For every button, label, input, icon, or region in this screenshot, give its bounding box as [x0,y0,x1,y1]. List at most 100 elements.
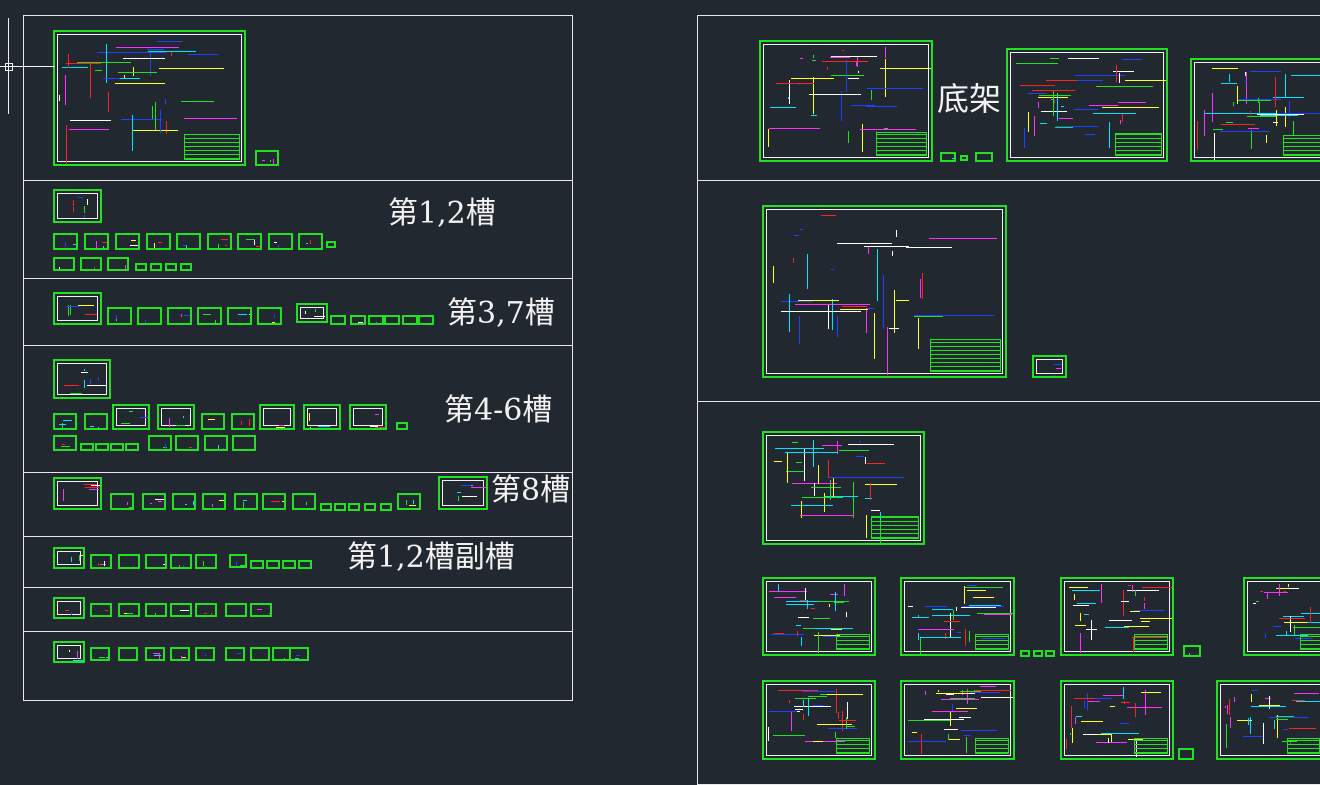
drawing-sheet[interactable] [1033,650,1043,657]
drawing-sheet[interactable] [320,503,332,511]
drawing-sheet[interactable] [1190,58,1320,162]
drawing-sheet[interactable] [438,476,488,510]
drawing-sheet[interactable] [1183,645,1201,657]
drawing-sheet[interactable] [330,315,346,325]
drawing-sheet[interactable] [170,647,190,661]
drawing-sheet[interactable] [146,233,171,250]
drawing-sheet[interactable] [84,413,108,430]
drawing-sheet[interactable] [167,307,192,325]
drawing-sheet[interactable] [1032,355,1067,378]
drawing-sheet[interactable] [397,493,421,510]
drawing-sheet[interactable] [53,359,111,399]
drawing-sheet[interactable] [125,443,139,451]
drawing-sheet[interactable] [255,150,279,166]
drawing-sheet[interactable] [298,233,323,250]
drawing-sheet[interactable] [202,493,226,510]
drawing-sheet[interactable] [90,603,112,617]
drawing-sheet[interactable] [201,413,225,430]
drawing-sheet[interactable] [170,603,192,617]
drawing-sheet[interactable] [1060,680,1174,760]
drawing-sheet[interactable] [225,603,247,617]
drawing-sheet[interactable] [204,435,228,451]
drawing-sheet[interactable] [107,307,132,325]
drawing-sheet[interactable] [225,647,245,661]
drawing-sheet[interactable] [90,554,112,569]
drawing-sheet[interactable] [175,435,199,451]
drawing-sheet[interactable] [165,263,177,271]
drawing-sheet[interactable] [960,155,968,161]
drawing-sheet[interactable] [95,443,109,451]
drawing-sheet[interactable] [157,404,195,430]
drawing-sheet[interactable] [402,315,418,325]
drawing-sheet[interactable] [53,189,102,223]
drawing-sheet[interactable] [368,315,384,325]
drawing-sheet[interactable] [135,263,147,271]
drawing-sheet[interactable] [90,647,110,661]
drawing-sheet[interactable] [232,435,256,451]
drawing-sheet[interactable] [53,233,78,250]
drawing-sheet[interactable] [418,315,434,325]
drawing-sheet[interactable] [53,435,77,451]
drawing-sheet[interactable] [107,257,129,271]
drawing-sheet[interactable] [759,40,933,162]
drawing-sheet[interactable] [207,233,232,250]
drawing-sheet[interactable] [250,647,270,661]
drawing-sheet[interactable] [142,493,166,510]
drawing-sheet[interactable] [1060,577,1174,656]
drawing-sheet[interactable] [145,603,167,617]
drawing-sheet[interactable] [384,315,400,325]
drawing-sheet[interactable] [237,233,262,250]
drawing-sheet[interactable] [350,315,366,325]
drawing-sheet[interactable] [115,233,140,250]
drawing-sheet[interactable] [170,554,192,569]
drawing-sheet[interactable] [1243,577,1320,656]
drawing-sheet[interactable] [380,503,392,511]
drawing-sheet[interactable] [118,647,138,661]
drawing-sheet[interactable] [762,431,925,545]
drawing-sheet[interactable] [289,647,309,661]
drawing-sheet[interactable] [326,241,336,248]
drawing-sheet[interactable] [53,641,85,663]
drawing-sheet[interactable] [195,554,217,569]
drawing-sheet[interactable] [257,307,282,325]
drawing-sheet[interactable] [145,554,167,569]
drawing-sheet[interactable] [396,422,408,430]
drawing-sheet[interactable] [195,603,217,617]
drawing-sheet[interactable] [112,404,150,430]
drawing-sheet[interactable] [197,307,222,325]
drawing-sheet[interactable] [53,257,75,271]
drawing-sheet[interactable] [53,547,85,569]
drawing-sheet[interactable] [900,577,1015,656]
drawing-sheet[interactable] [334,503,346,511]
drawing-sheet[interactable] [53,30,246,166]
drawing-sheet[interactable] [80,443,94,451]
drawing-sheet[interactable] [145,647,165,661]
drawing-sheet[interactable] [262,493,286,510]
drawing-sheet[interactable] [348,503,360,511]
drawing-sheet[interactable] [364,503,376,511]
drawing-sheet[interactable] [1216,680,1320,760]
drawing-sheet[interactable] [84,233,109,250]
drawing-sheet[interactable] [229,554,247,568]
drawing-sheet[interactable] [900,680,1015,760]
drawing-sheet[interactable] [303,404,341,430]
drawing-sheet[interactable] [234,493,258,510]
drawing-sheet[interactable] [137,307,162,325]
drawing-sheet[interactable] [227,307,252,325]
drawing-sheet[interactable] [298,560,312,569]
drawing-sheet[interactable] [118,603,140,617]
drawing-sheet[interactable] [1006,48,1168,162]
drawing-sheet[interactable] [53,597,85,619]
drawing-sheet[interactable] [53,292,102,325]
drawing-sheet[interactable] [282,560,296,569]
drawing-sheet[interactable] [110,443,124,451]
drawing-sheet[interactable] [53,477,102,510]
drawing-sheet[interactable] [259,404,295,430]
drawing-sheet[interactable] [940,152,956,162]
drawing-sheet[interactable] [266,560,280,569]
drawing-sheet[interactable] [80,257,102,271]
drawing-sheet[interactable] [176,233,201,250]
drawing-sheet[interactable] [1178,748,1194,760]
drawing-sheet[interactable] [975,152,993,162]
